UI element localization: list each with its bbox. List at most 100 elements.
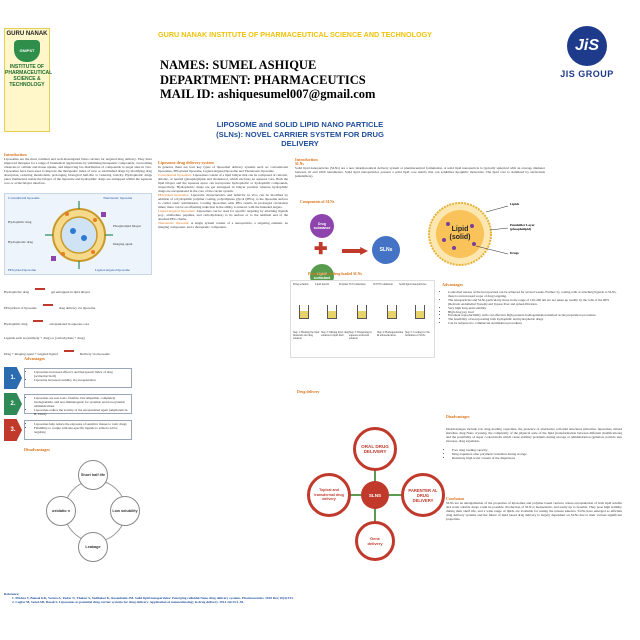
jis-logo: JiS JIS GROUP: [556, 26, 618, 79]
liposome-types: Liposome drug delivery system In general…: [158, 160, 288, 229]
fig-label-imaging: Imaging agent: [113, 242, 133, 246]
fig-label-bilayer: Phospholipid bilayer: [113, 224, 142, 228]
sln-result-circle: SLNs: [372, 236, 400, 264]
section-subheading: SLNs: [295, 162, 304, 166]
sln-advantages: Advantages Controlled release of the inc…: [442, 282, 622, 326]
beaker-icon: [387, 305, 397, 319]
logo-bottom-line-2: PHARMACEUTICAL: [5, 70, 53, 76]
section-heading: Introduction: [4, 152, 27, 157]
conjugate-b: encapsulated in aqueous core: [49, 322, 90, 326]
arrow-right-icon: [342, 247, 368, 255]
conjugate-a: Ligands such as (antibody + drug) or (ca…: [4, 336, 85, 340]
advantage-row-2: 2. Liposomes are non-toxic, flexible, bi…: [4, 393, 132, 416]
sln-structure-diagram: [428, 202, 509, 266]
liposome-intro: Introduction Liposomes are the most comm…: [4, 152, 152, 185]
para-text: A single system consist of a nanoparticl…: [158, 221, 288, 229]
label-drugs: Drugs: [510, 251, 519, 255]
logo-top-text: GURU NANAK: [6, 31, 48, 37]
conclusion: Conclusion SLNs are an amalgamation of t…: [446, 497, 622, 521]
prep-top-label: Polymer W/O emulsion: [339, 283, 366, 286]
types-para-3: Ligand-targeted liposomes: Liposomes can…: [158, 209, 288, 221]
conjugate-item: PEGylation of liposome drug delivery via…: [4, 296, 152, 310]
fig-label-pegylated: PEGylated liposome: [8, 268, 36, 272]
prep-step: Step 1: Heating the lipid materials and …: [293, 331, 320, 341]
oral-delivery-circle: ORAL DRUG DELIVERY: [353, 427, 397, 471]
conjugate-b: get entrapped in lipid bilayer: [50, 290, 91, 294]
para-text: Liposome characteristics and behavior in…: [158, 193, 288, 209]
beaker-icon: [357, 305, 367, 319]
prep-top-label: Lipid matrix: [315, 283, 330, 286]
advantage-item: Very high long-term stability: [448, 306, 622, 311]
shield-icon: GNIPST: [14, 40, 40, 62]
disadvantage-cycle: Short half life Low solubility Leakage o…: [46, 460, 142, 580]
para-label: PEGylated liposomes:: [158, 193, 190, 197]
poster-title-line-2: (SLNs): NOVEL CARRIER SYSTEM FOR DRUG: [216, 129, 384, 139]
sln-intro: Introduction SLNs Solid lipid nanopartic…: [295, 157, 545, 178]
para-label: Conventional liposomes:: [158, 173, 192, 177]
reference-item: 1. Mishra V, Bansal KK, Verma A, Yadav N…: [12, 596, 294, 600]
section-heading: Introduction: [295, 157, 318, 162]
disadvantage-circle: oxidatio n: [46, 496, 76, 526]
conclusion-body: SLNs are an amalgamation of the properti…: [446, 501, 622, 521]
types-para-2: PEGylated liposomes: Liposome characteri…: [158, 193, 288, 209]
para-text: Liposomes can be used for specific targe…: [158, 209, 288, 221]
para-label: Ligand-targeted liposomes:: [158, 209, 196, 213]
conjugate-a: Hydrophobic drug: [4, 290, 29, 294]
conjugate-item: Hydrophobic drug get entrapped in lipid …: [4, 280, 152, 294]
liposome-diagram: [45, 201, 113, 269]
advantage-item: Can be subjected to commercial steriliza…: [448, 321, 622, 326]
arrow-icon: [42, 304, 53, 307]
advantage-box: Liposomes increased efficacy and therape…: [24, 368, 132, 388]
conjugate-a: Drug + imaging agent + targeted ligand: [4, 352, 58, 356]
conjugate-item: Ligands such as (antibody + drug) or (ca…: [4, 326, 152, 340]
prep-step: Step 4: Homogenization & ultrasonication: [377, 331, 404, 338]
arrow-icon: [63, 350, 74, 353]
disadvantages-heading: Disadvantages: [24, 447, 50, 452]
section-heading: Disadvantages: [446, 415, 470, 419]
advantage-row-3: 3. Liposomes help reduce the exposure of…: [4, 419, 132, 441]
conjugate-list: Hydrophobic drug get entrapped in lipid …: [4, 280, 152, 356]
para-label: Theranostic liposome:: [158, 221, 190, 225]
author-department: DEPARTMENT: PHARMACEUTICS: [160, 72, 366, 87]
intro-body: Liposomes are the most common and well-i…: [4, 157, 152, 185]
advantage-box: Liposomes are non-toxic, flexible, bioco…: [24, 394, 132, 416]
references: Reference: 1. Mishra V, Bansal KK, Verma…: [4, 592, 544, 604]
advantage-item: Liposome increased stability via encapsu…: [34, 378, 128, 383]
arrow-icon: [34, 288, 45, 291]
advantage-box: Liposomes help reduce the exposure of se…: [24, 420, 132, 440]
section-heading: Liposome drug delivery system: [158, 160, 214, 165]
types-para-4: Theranostic liposome: A single system co…: [158, 221, 288, 229]
references-heading: Reference:: [4, 592, 20, 596]
sln-structure-figure: Lipid (solid) Lipids Emulsifier Layer (p…: [420, 196, 550, 268]
reference-item: 2. Caglar M, Senel AB, Basak S. Liposome…: [12, 600, 244, 604]
sln-disadvantages: Disadvantages Disadvantages include low …: [446, 415, 622, 461]
lipid-core-label: Lipid (solid): [449, 226, 471, 241]
institute-name: GURU NANAK INSTITUTE OF PHARMACEUTICAL S…: [158, 30, 432, 39]
fig-label-hydrophobic: Hydrophobic drug: [8, 240, 33, 244]
drug-delivery-diagram: SLNS ORAL DRUG DELIVERY PARENTER AL DRUG…: [305, 425, 445, 565]
prep-step: Step 3: Dispersing in aqueous surfactant…: [349, 331, 372, 341]
topical-delivery-circle: Topical and transdermal drug delivery: [307, 473, 351, 517]
label-lipids: Lipids: [510, 202, 520, 206]
parenteral-delivery-circle: PARENTER AL DRUG DELIVERY: [401, 473, 445, 517]
author-name: NAMES: SUMEL ASHIQUE: [160, 58, 317, 72]
preparation-diagram: Drug solution Lipid matrix Polymer W/O e…: [290, 280, 435, 358]
poster-title-line-1: LIPOSOME and SOLID LIPID NANO PARTICLE: [216, 120, 384, 129]
disadvantage-circle: Short half life: [78, 460, 108, 490]
advantage-item: The nanoparticles and SLNs particularly …: [448, 298, 622, 307]
beaker-icon: [327, 305, 337, 319]
sln-center-circle: SLNS: [361, 481, 389, 509]
drug-substance-circle: Drug substance: [310, 214, 334, 238]
logo-bottom-line-3: SCIENCE & TECHNOLOGY: [9, 76, 45, 88]
author-mail: MAIL ID: ashiquesumel007@gmail.com: [160, 87, 376, 101]
conjugate-item: Drug + imaging agent + targeted ligand D…: [4, 342, 152, 356]
types-para-1: Conventional liposomes: Liposomes consis…: [158, 173, 288, 193]
poster-title-line-3: DELIVERY: [281, 139, 319, 148]
fig-label-hydrophilic: Hydrophilic drug: [8, 220, 32, 224]
gene-delivery-circle: Gene delivery: [355, 521, 395, 561]
advantage-item: The feasibility of incorporating both hy…: [448, 317, 622, 322]
preparation-heading: Preparation of drug loaded SLNs: [308, 272, 362, 276]
arrow-icon: [33, 320, 44, 323]
drug-delivery-heading: Drug delivery: [297, 390, 320, 394]
plus-icon: ✚: [314, 241, 328, 258]
